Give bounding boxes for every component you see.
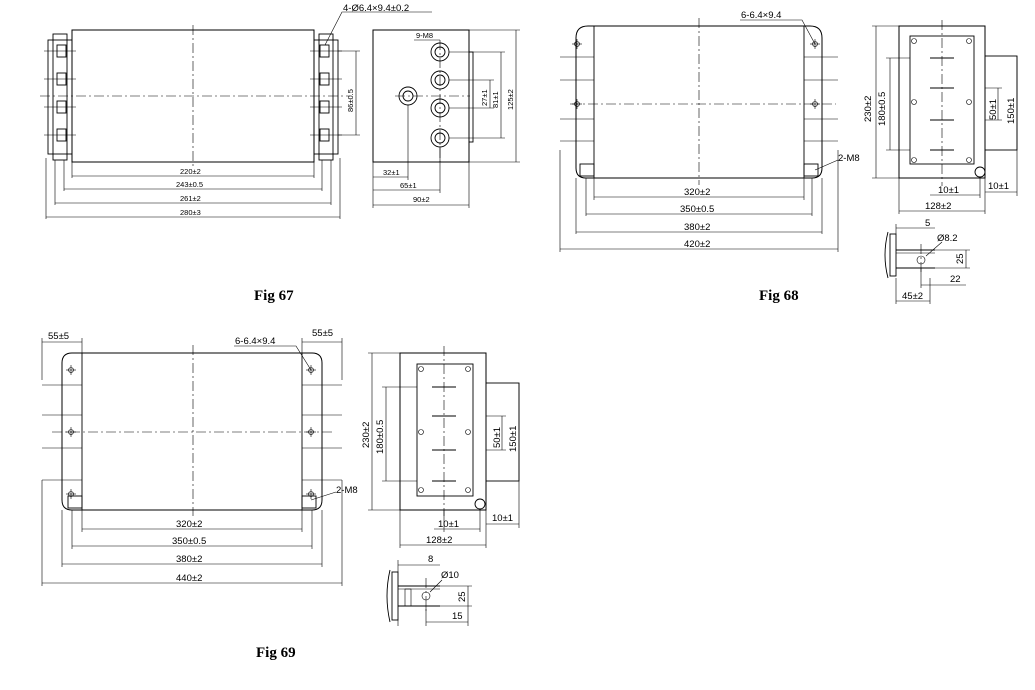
fig68-terminal-detail: 5 Ø8.2 25 22 45±2 [884, 218, 970, 304]
dim-27: 27±1 [480, 89, 489, 106]
fig67-caption: Fig 67 [254, 288, 294, 304]
dim-380: 380±2 [176, 554, 202, 565]
dim-261: 261±2 [180, 194, 201, 203]
fig69-side-view: 230±2 180±0.5 50±1 150±1 10±1 10±1 128±2 [361, 346, 520, 548]
fig68-front-view: 6-6.4×9.4 2-M8 320±2 350±0.5 380±2 420±2 [559, 10, 860, 252]
dim-380: 380±2 [684, 222, 710, 233]
detail-dim-8: 8 [428, 554, 433, 565]
dim-320: 320±2 [176, 519, 202, 530]
fig67-front-view: 4-Ø6.4×9.4±0.2 220±2 243±0.5 261±2 280±3… [40, 3, 432, 219]
dim-128: 128±2 [426, 535, 452, 546]
dim-420: 420±2 [684, 239, 710, 250]
fig69-holes-callout: 6-6.4×9.4 [235, 336, 275, 347]
detail-dim-45: 45±2 [902, 291, 923, 302]
detail-dim-5: 5 [925, 218, 930, 229]
dim-86: 86±0.5 [346, 89, 355, 112]
dim-10-ground: 10±1 [988, 181, 1009, 192]
detail-dim-dia82: Ø8.2 [937, 233, 958, 244]
detail-dim-dia10: Ø10 [441, 570, 459, 581]
fig69-left-55-dim: 55±5 [48, 331, 69, 342]
fig69-terminal-detail: 8 Ø10 25 15 [386, 554, 472, 626]
fig69-ground-callout: 2-M8 [336, 485, 358, 496]
fig69-right-55-dim: 55±5 [312, 328, 333, 339]
dim-125: 125±2 [506, 89, 515, 110]
dim-50: 50±1 [988, 99, 999, 120]
dim-10-terminal: 10±1 [938, 185, 959, 196]
dim-180: 180±0.5 [877, 92, 888, 126]
dim-230: 230±2 [863, 96, 874, 122]
dim-350: 350±0.5 [172, 536, 206, 547]
detail-dim-25: 25 [457, 591, 468, 602]
dim-350: 350±0.5 [680, 204, 714, 215]
dim-230: 230±2 [361, 422, 372, 448]
dim-90: 90±2 [413, 195, 430, 204]
dim-320: 320±2 [684, 187, 710, 198]
fig68-ground-callout: 2-M8 [838, 153, 860, 164]
dim-10-terminal: 10±1 [438, 519, 459, 530]
dim-440: 440±2 [176, 573, 202, 584]
fig68-holes-callout: 6-6.4×9.4 [741, 10, 781, 21]
dim-50: 50±1 [492, 427, 503, 448]
dim-32: 32±1 [383, 168, 400, 177]
fig68-side-view: 230±2 180±0.5 50±1 150±1 10±1 10±1 128±2 [863, 20, 1018, 214]
dim-150: 150±1 [508, 426, 519, 452]
dim-243: 243±0.5 [176, 180, 203, 189]
detail-dim-25: 25 [955, 253, 966, 264]
fig67-side-view: 9-M8 27±1 81±1 125±2 32± [372, 29, 520, 208]
detail-dim-22: 22 [950, 274, 961, 285]
dim-180: 180±0.5 [375, 420, 386, 454]
fig69-caption: Fig 69 [256, 645, 296, 661]
dim-128: 128±2 [925, 201, 951, 212]
fig67-terminal-callout: 9-M8 [416, 31, 433, 40]
dim-220: 220±2 [180, 167, 201, 176]
detail-dim-15: 15 [452, 611, 463, 622]
fig69-front-view: 55±5 55±5 6-6.4×9.4 2-M8 320±2 350±0.5 3… [41, 328, 358, 586]
dim-150: 150±1 [1006, 98, 1017, 124]
dim-280: 280±3 [180, 208, 201, 217]
fig67-holes-callout: 4-Ø6.4×9.4±0.2 [343, 3, 409, 14]
dim-81: 81±1 [491, 91, 500, 108]
fig68-caption: Fig 68 [759, 288, 799, 304]
dim-10-ground: 10±1 [492, 513, 513, 524]
dim-65: 65±1 [400, 181, 417, 190]
